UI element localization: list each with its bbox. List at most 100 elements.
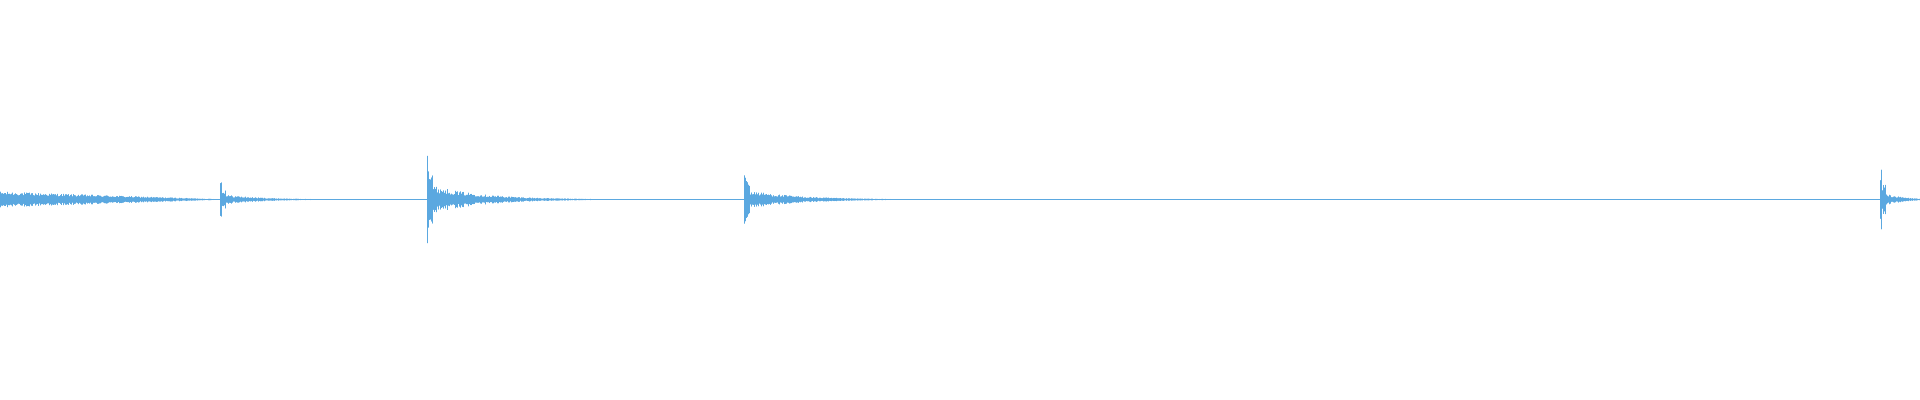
- waveform-sample-bar: [1092, 199, 1093, 200]
- waveform-sample-bar: [523, 197, 524, 202]
- waveform-sample-bar: [836, 197, 837, 202]
- waveform-sample-bar: [1436, 199, 1437, 200]
- waveform-sample-bar: [933, 199, 934, 200]
- waveform-sample-bar: [535, 198, 536, 201]
- waveform-sample-bar: [286, 198, 287, 201]
- waveform-sample-bar: [635, 199, 636, 200]
- waveform-sample-bar: [785, 195, 786, 204]
- waveform-sample-bar: [400, 199, 401, 200]
- waveform-sample-bar: [1570, 199, 1571, 200]
- waveform-sample-bar: [1097, 199, 1098, 200]
- waveform-sample-bar: [1177, 199, 1178, 200]
- waveform-sample-bar: [327, 199, 328, 200]
- waveform-sample-bar: [191, 198, 192, 201]
- waveform-sample-bar: [11, 193, 12, 206]
- waveform-sample-bar: [1776, 199, 1777, 200]
- waveform-sample-bar: [483, 196, 484, 203]
- waveform-sample-bar: [866, 198, 867, 201]
- waveform-sample-bar: [753, 194, 754, 205]
- waveform-sample-bar: [524, 198, 525, 201]
- waveform-sample-bar: [948, 199, 949, 200]
- waveform-sample-bar: [761, 192, 762, 207]
- waveform-sample-bar: [555, 198, 556, 201]
- waveform-sample-bar: [832, 198, 833, 201]
- waveform-sample-bar: [354, 199, 355, 200]
- waveform-sample-bar: [486, 196, 487, 203]
- waveform-sample-bar: [103, 196, 104, 203]
- waveform-sample-bar: [654, 199, 655, 200]
- waveform-sample-bar: [814, 197, 815, 202]
- waveform-sample-bar: [686, 199, 687, 200]
- waveform-sample-bar: [126, 196, 127, 203]
- waveform-sample-bar: [561, 198, 562, 201]
- waveform-sample-bar: [1727, 199, 1728, 200]
- waveform-sample-bar: [1419, 199, 1420, 200]
- waveform-sample-bar: [472, 194, 473, 205]
- waveform-sample-bar: [1812, 199, 1813, 200]
- waveform-sample-bar: [1901, 197, 1902, 202]
- waveform-sample-bar: [133, 197, 134, 202]
- waveform-sample-bar: [386, 199, 387, 200]
- waveform-sample-bar: [76, 196, 77, 203]
- waveform-sample-bar: [0, 191, 1, 208]
- waveform-sample-bar: [4, 193, 5, 206]
- waveform-sample-bar: [1202, 199, 1203, 200]
- waveform-sample-bar: [1860, 199, 1861, 200]
- waveform-sample-bar: [1195, 199, 1196, 200]
- waveform-sample-bar: [757, 194, 758, 205]
- waveform-sample-bar: [991, 199, 992, 200]
- waveform-sample-bar: [1415, 199, 1416, 200]
- waveform-sample-bar: [675, 199, 676, 200]
- waveform-sample-bar: [1016, 199, 1017, 200]
- waveform-sample-bar: [1488, 199, 1489, 200]
- waveform-sample-bar: [859, 198, 860, 201]
- waveform-sample-bar: [1489, 199, 1490, 200]
- waveform-sample-bar: [1288, 199, 1289, 200]
- waveform-sample-bar: [1689, 199, 1690, 200]
- waveform-sample-bar: [1637, 199, 1638, 200]
- waveform-sample-bar: [1498, 199, 1499, 200]
- waveform-sample-bar: [1697, 199, 1698, 200]
- waveform-sample-bar: [1845, 199, 1846, 200]
- waveform-sample-bar: [157, 197, 158, 202]
- waveform-sample-bar: [351, 199, 352, 200]
- waveform-sample-bar: [1598, 199, 1599, 200]
- waveform-sample-bar: [550, 198, 551, 201]
- waveform-sample-bar: [1147, 199, 1148, 200]
- waveform-sample-bar: [1609, 199, 1610, 200]
- waveform-sample-bar: [1170, 199, 1171, 200]
- waveform-sample-bar: [1398, 199, 1399, 200]
- waveform-sample-bar: [697, 199, 698, 200]
- waveform-sample-bar: [276, 198, 277, 201]
- waveform-sample-bar: [139, 196, 140, 203]
- waveform-sample-bar: [1414, 199, 1415, 200]
- waveform-sample-bar: [1622, 199, 1623, 200]
- waveform-sample-bar: [372, 199, 373, 200]
- waveform-sample-bar: [825, 197, 826, 202]
- waveform-sample-bar: [1472, 199, 1473, 200]
- waveform-sample-bar: [1446, 199, 1447, 200]
- waveform-sample-bar: [330, 199, 331, 200]
- waveform-sample-bar: [515, 197, 516, 202]
- waveform-sample-bar: [1468, 199, 1469, 200]
- waveform-sample-bar: [231, 195, 232, 204]
- waveform-sample-bar: [839, 198, 840, 201]
- waveform-sample-bar: [455, 190, 456, 209]
- waveform-sample-bar: [1118, 199, 1119, 200]
- waveform-sample-bar: [1433, 199, 1434, 200]
- waveform-sample-bar: [1569, 199, 1570, 200]
- waveform-sample-bar: [871, 198, 872, 201]
- waveform-sample-bar: [954, 199, 955, 200]
- waveform-sample-bar: [1209, 199, 1210, 200]
- waveform-sample-bar: [1360, 199, 1361, 200]
- waveform-sample-bar: [56, 195, 57, 204]
- waveform-sample-bar: [1077, 199, 1078, 200]
- waveform-sample-bar: [1199, 199, 1200, 200]
- waveform-sample-bar: [1135, 199, 1136, 200]
- waveform-sample-bar: [1881, 169, 1882, 230]
- waveform-sample-bar: [1260, 199, 1261, 200]
- waveform-sample-bar: [1367, 199, 1368, 200]
- waveform-sample-bar: [541, 198, 542, 201]
